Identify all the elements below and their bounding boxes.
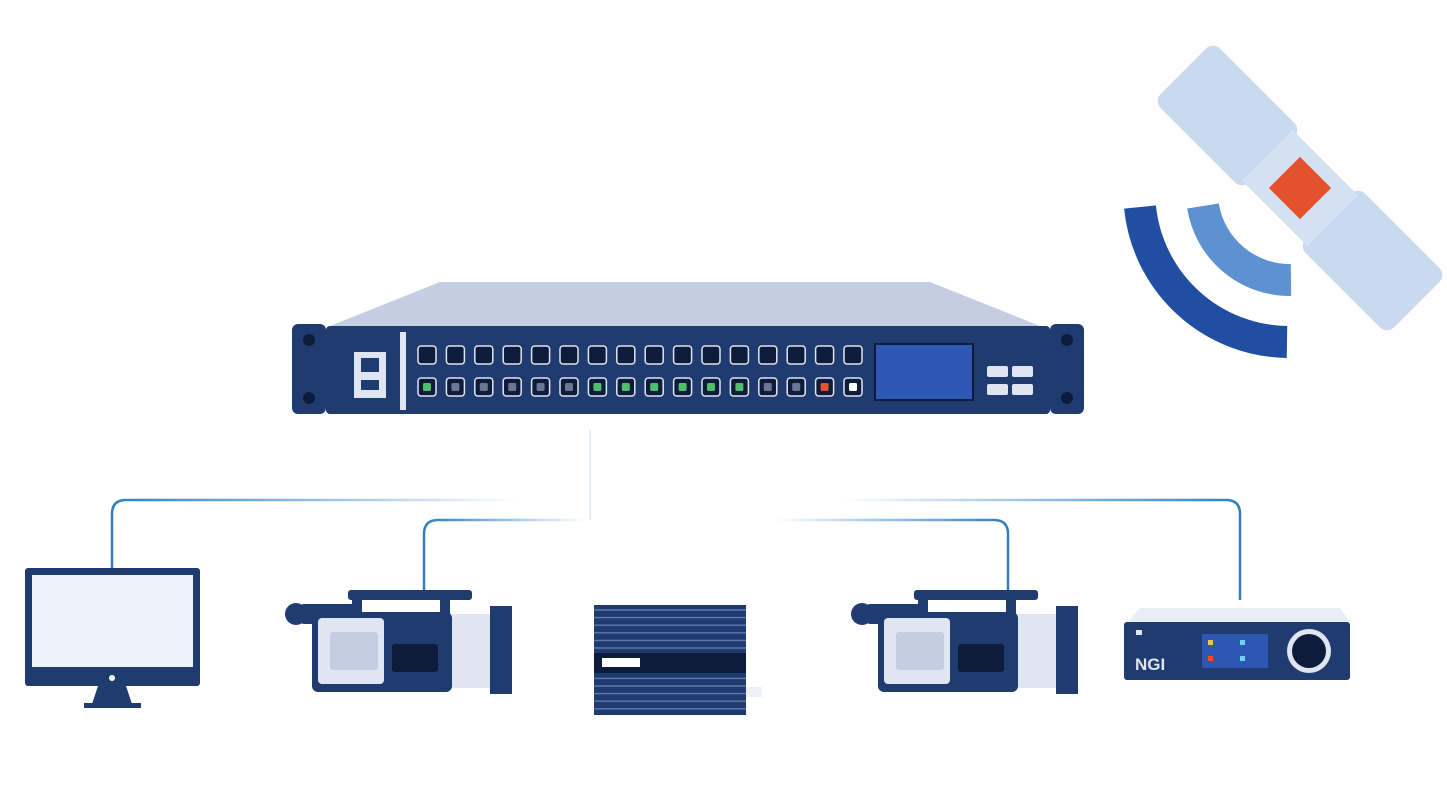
- rack-ear-left: [292, 324, 326, 414]
- switch-port-top-4: [502, 345, 522, 365]
- decoder-logo: NGI: [1135, 655, 1165, 674]
- port-status-led-16: [849, 383, 857, 391]
- switch-port-top-14: [786, 345, 806, 365]
- decoder-knob: [1292, 634, 1326, 668]
- port-status-led-10: [678, 383, 687, 391]
- monitor-screen: [32, 575, 193, 667]
- signal-arc-outer: [1124, 205, 1288, 358]
- decoder-top: [1128, 608, 1350, 622]
- switch-port-top-9: [644, 345, 664, 365]
- server-side-port: [746, 687, 762, 697]
- switch-port-top-5: [530, 345, 551, 365]
- satellite-icon: [1124, 45, 1443, 358]
- decoder-led-2: [1240, 640, 1245, 645]
- switch-port-top-7: [587, 345, 608, 365]
- decoder-display: [1202, 634, 1268, 668]
- port-status-led-11: [707, 383, 715, 391]
- port-status-led-14: [792, 383, 801, 391]
- camera-control-panel: [958, 644, 1004, 672]
- ports-row-top: [417, 345, 863, 365]
- port-status-led-13: [763, 383, 772, 391]
- rack-ear-right: [1050, 324, 1084, 414]
- port-status-led-9: [650, 383, 659, 391]
- ports-row-bottom: [417, 377, 863, 397]
- satellite-panel-upper: [1157, 45, 1298, 186]
- switch-port-top-6: [559, 345, 579, 365]
- video-camera-icon-right: [851, 590, 1078, 694]
- camera-lens-hood: [490, 606, 512, 694]
- camera-side-inset: [896, 632, 944, 670]
- switch-port-top-13: [758, 345, 778, 365]
- switch-port-top-1: [417, 345, 437, 365]
- video-camera-icon-left: [285, 590, 512, 694]
- nav-button-4: [1012, 384, 1033, 395]
- camera-side-inset: [330, 632, 378, 670]
- server-label: [602, 658, 640, 667]
- port-status-led-7: [593, 383, 602, 391]
- switch-top-panel: [330, 282, 1040, 326]
- port-status-led-12: [735, 383, 744, 391]
- console-port: [361, 358, 379, 372]
- nav-button-1: [987, 366, 1008, 377]
- cable-camera-right: [775, 518, 1010, 590]
- port-status-led-15: [820, 383, 829, 391]
- port-status-led-3: [479, 383, 488, 391]
- camera-lens-ring: [452, 614, 490, 688]
- switch-port-top-3: [474, 345, 494, 365]
- monitor-icon: [25, 568, 200, 708]
- rack-screw-left-bottom: [303, 392, 315, 404]
- decoder-led-4: [1240, 656, 1245, 661]
- signal-arc-inner: [1187, 202, 1292, 297]
- network-switch: [292, 282, 1084, 414]
- camera-handle-post: [440, 598, 450, 614]
- switch-port-top-11: [701, 345, 721, 365]
- decoder-icon: NGI: [1124, 608, 1350, 680]
- server-cooling-fins: [594, 609, 746, 710]
- camera-lens-ring: [1018, 614, 1056, 688]
- camera-handle: [914, 590, 1038, 600]
- nav-button-2: [1012, 366, 1033, 377]
- monitor-base: [84, 703, 141, 708]
- decoder-indicator: [1136, 630, 1142, 635]
- decoder-led-1: [1208, 640, 1213, 645]
- camera-handle: [348, 590, 472, 600]
- camera-eyecup: [851, 603, 873, 625]
- rack-screw-left-top: [303, 334, 315, 346]
- decoder-led-3: [1208, 656, 1213, 661]
- server-icon: [594, 605, 762, 715]
- rack-screw-right-top: [1061, 334, 1073, 346]
- cable-decoder: [840, 498, 1242, 600]
- camera-lens-hood: [1056, 606, 1078, 694]
- port-status-led-5: [536, 383, 545, 391]
- port-status-led-8: [621, 383, 630, 391]
- cable-camera-left: [422, 518, 585, 590]
- port-status-led-2: [451, 383, 460, 391]
- switch-port-top-8: [616, 345, 636, 365]
- monitor-stand: [92, 686, 132, 704]
- port-status-led-6: [565, 383, 573, 391]
- connection-lines: [110, 430, 1242, 605]
- switch-port-top-2: [445, 345, 466, 365]
- switch-port-top-12: [729, 345, 750, 365]
- camera-control-panel: [392, 644, 438, 672]
- monitor-power-dot: [109, 675, 115, 681]
- satellite-panel-lower: [1302, 190, 1443, 331]
- usb-port: [361, 380, 379, 390]
- panel-divider: [400, 332, 406, 410]
- port-status-led-1: [423, 383, 431, 391]
- cable-monitor: [110, 498, 520, 568]
- switch-port-top-10: [672, 345, 693, 365]
- camera-eyecup: [285, 603, 307, 625]
- camera-handle-post: [1006, 598, 1016, 614]
- switch-port-top-15: [814, 345, 835, 365]
- nav-button-3: [987, 384, 1008, 395]
- switch-port-top-16: [843, 345, 863, 365]
- rack-screw-right-bottom: [1061, 392, 1073, 404]
- port-status-led-4: [508, 383, 517, 391]
- lcd-display: [874, 343, 974, 401]
